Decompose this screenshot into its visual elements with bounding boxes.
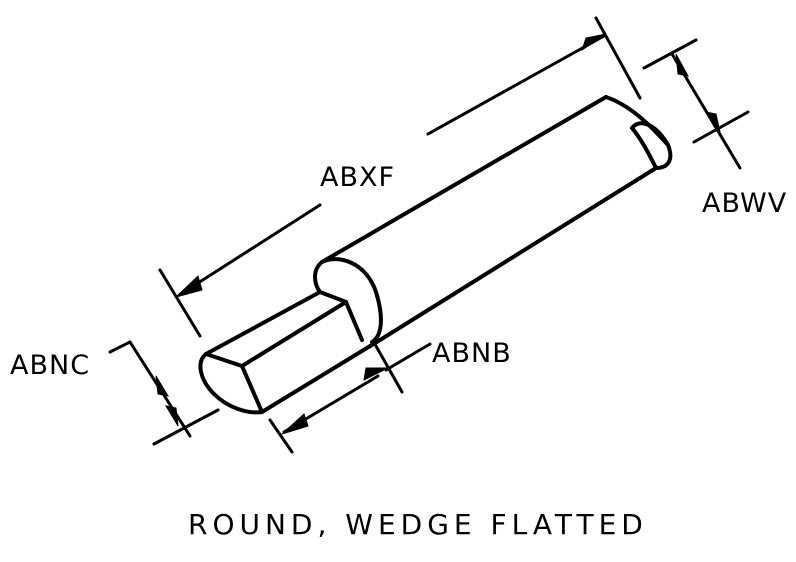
abxf-extension-left: [158, 268, 202, 338]
shank-shoulder-front: [320, 257, 383, 344]
abnc-arrow-bottom: [164, 405, 179, 427]
dimension-abxf: ABXF: [158, 16, 642, 338]
abnc-extension-top: [108, 340, 132, 354]
abnb-extension-left: [268, 418, 294, 454]
shank-top-edge: [320, 95, 608, 264]
abnb-arrow-right: [363, 367, 389, 381]
tip-front-face: [204, 352, 264, 414]
wedge-flat: [198, 290, 382, 415]
tip-rounded-edge: [198, 352, 264, 415]
dimension-abwv: ABWV: [642, 38, 787, 219]
abnb-label: ABNB: [432, 338, 512, 369]
abnb-leader: [384, 342, 432, 372]
flat-top-back-edge: [204, 290, 322, 356]
flat-top-front-edge: [240, 300, 348, 368]
abxf-label: ABXF: [320, 162, 395, 193]
shank-end-break: [630, 121, 670, 147]
shank-shoulder-back: [313, 260, 324, 294]
abxf-dimension-line-left: [182, 203, 322, 294]
abxf-dimension-line-right: [426, 34, 606, 136]
abnc-label: ABNC: [10, 350, 90, 381]
figure-caption: ROUND, WEDGE FLATTED: [188, 508, 648, 541]
round-shank: [313, 95, 673, 344]
shank-end-break-lower: [630, 126, 658, 170]
abxf-arrow-right: [581, 33, 607, 52]
abwv-arrow-bottom: [704, 111, 721, 133]
abwv-label: ABWV: [702, 188, 787, 219]
abwv-extension-bottom: [692, 110, 750, 144]
abnc-arrow-top: [155, 375, 170, 397]
abnb-arrow-left: [281, 413, 309, 435]
dimension-abnc: ABNC: [10, 340, 220, 446]
abxf-arrow-left: [175, 275, 203, 298]
abxf-extension-right: [594, 16, 642, 100]
abwv-arrow-top: [675, 53, 689, 77]
abwv-extension-top: [642, 38, 698, 70]
dimension-abnb: ABNB: [268, 338, 512, 454]
flat-bottom-edge: [260, 338, 382, 414]
shank-bottom-edge: [378, 166, 658, 342]
